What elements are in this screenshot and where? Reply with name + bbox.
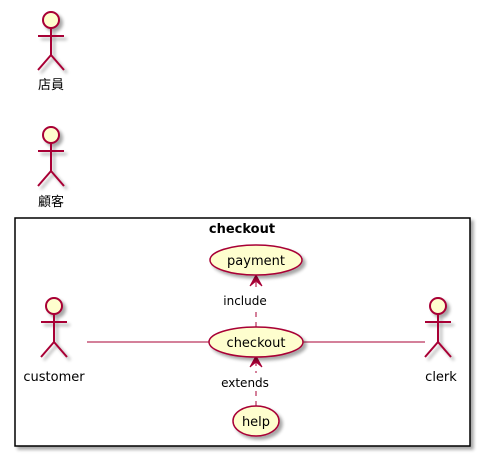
- usecase-payment-label: payment: [227, 254, 285, 269]
- usecase-payment: payment: [209, 244, 303, 276]
- actor-guest: [37, 126, 65, 187]
- usecase-checkout-ellipse: [208, 326, 304, 358]
- extends-arrowhead-icon: [249, 354, 263, 368]
- extends-label-bg: [216, 373, 274, 391]
- include-label-bg: [219, 291, 273, 309]
- include-label: include: [223, 294, 266, 308]
- actor-staff-label: 店員: [38, 78, 64, 93]
- extends-label: extends: [221, 376, 269, 390]
- package-title: checkout: [209, 222, 275, 237]
- actor-clerk-label: clerk: [425, 370, 457, 385]
- actor-staff: [37, 11, 65, 71]
- actor-customer-label: customer: [23, 370, 85, 385]
- stick-figure-icon: [37, 11, 65, 71]
- stick-figure-icon: [37, 126, 65, 187]
- actor-guest-label: 顧客: [38, 194, 64, 210]
- actor-clerk: [424, 297, 452, 358]
- stick-figure-icon: [40, 297, 68, 358]
- usecase-help-ellipse: [232, 405, 280, 437]
- usecase-payment-ellipse: [209, 244, 303, 276]
- actor-customer: [40, 297, 68, 358]
- usecase-checkout: checkout: [208, 326, 304, 358]
- usecase-help-label: help: [242, 415, 270, 430]
- stick-figure-icon: [424, 297, 452, 358]
- usecase-help: help: [232, 405, 280, 437]
- include-arrowhead-icon: [249, 273, 263, 287]
- usecase-checkout-label: checkout: [227, 336, 286, 351]
